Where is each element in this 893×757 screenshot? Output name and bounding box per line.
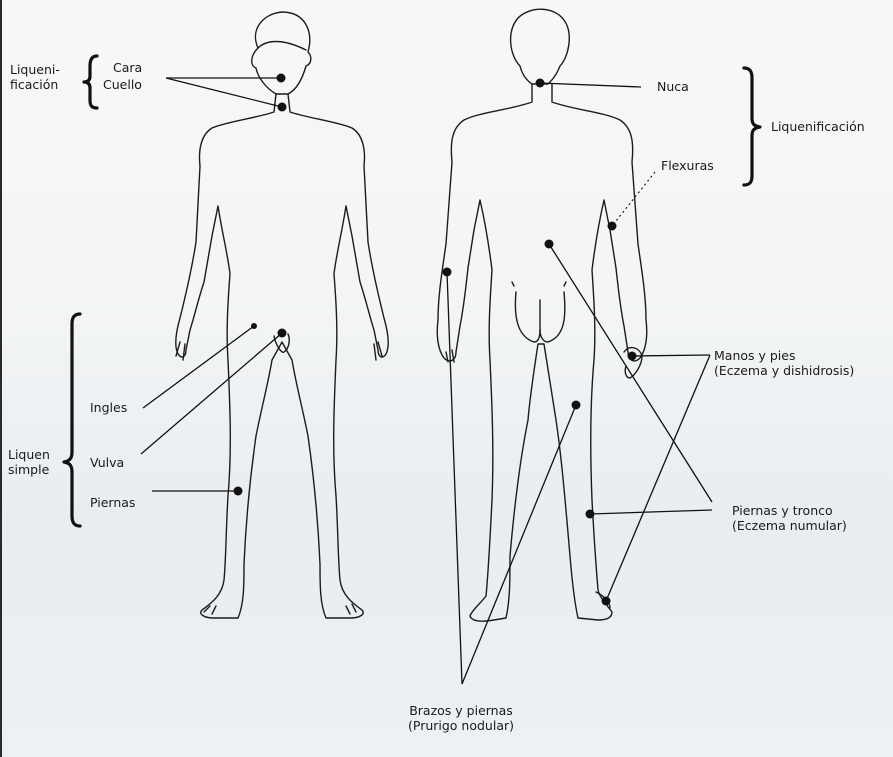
marker-piernas bbox=[234, 487, 243, 496]
marker-cuello bbox=[278, 103, 287, 112]
label-flexuras: Flexuras bbox=[661, 158, 714, 173]
marker-tronco bbox=[545, 240, 554, 249]
marker-mano bbox=[628, 352, 637, 361]
label-liquenificacion-line2: ficación bbox=[10, 77, 60, 92]
brace-liquenificacion-right bbox=[744, 68, 760, 185]
label-liquen-simple: Liquen simple bbox=[8, 447, 50, 477]
marker-pierna-numular bbox=[586, 510, 595, 519]
label-piernas: Piernas bbox=[90, 495, 135, 510]
lesion-markers bbox=[234, 74, 637, 606]
label-liquen-line1: Liquen bbox=[8, 447, 50, 462]
marker-cara bbox=[277, 74, 286, 83]
label-piernas-tronco: Piernas y tronco (Eczema numular) bbox=[732, 503, 847, 533]
leader-lines bbox=[141, 78, 712, 684]
leader-cuello bbox=[166, 78, 282, 107]
label-cara: Cara bbox=[113, 60, 142, 75]
label-nuca: Nuca bbox=[657, 79, 689, 94]
label-manos-pies-line2: (Eczema y dishidrosis) bbox=[714, 363, 854, 378]
front-toes bbox=[204, 604, 356, 614]
label-ingles: Ingles bbox=[90, 400, 127, 415]
front-body-outline bbox=[176, 94, 388, 618]
back-dimples bbox=[512, 282, 566, 286]
label-brazos-piernas-line2: (Prurigo nodular) bbox=[390, 718, 532, 733]
marker-flexuras bbox=[608, 222, 617, 231]
leader-ingles bbox=[143, 326, 254, 408]
marker-pierna-back bbox=[572, 401, 581, 410]
marker-pie bbox=[602, 597, 611, 606]
label-manos-pies-line1: Manos y pies bbox=[714, 348, 854, 363]
leader-piernas-tronco-2 bbox=[590, 510, 712, 514]
leader-nuca bbox=[540, 83, 641, 87]
marker-brazo bbox=[443, 268, 452, 277]
label-liquenificacion-line1: Liqueni- bbox=[10, 62, 60, 77]
leader-manos-pies-2 bbox=[606, 355, 710, 601]
back-body-outline bbox=[437, 84, 647, 621]
brace-liquenificacion-left bbox=[84, 56, 97, 108]
label-liquenificacion-left: Liqueni- ficación bbox=[10, 62, 60, 92]
leader-brazos-piernas-1 bbox=[447, 272, 462, 684]
label-brazos-piernas-line1: Brazos y piernas bbox=[390, 703, 532, 718]
leader-piernas-tronco-1 bbox=[549, 244, 712, 502]
label-brazos-piernas: Brazos y piernas (Prurigo nodular) bbox=[390, 703, 532, 733]
front-fingers bbox=[176, 342, 382, 360]
label-vulva: Vulva bbox=[90, 455, 124, 470]
label-piernas-tronco-line1: Piernas y tronco bbox=[732, 503, 847, 518]
brace-liquen-simple bbox=[64, 314, 80, 526]
label-cuello: Cuello bbox=[103, 77, 142, 92]
label-liquen-line2: simple bbox=[8, 462, 50, 477]
leader-brazos-piernas-2 bbox=[462, 405, 576, 684]
front-hair-line bbox=[258, 42, 306, 51]
back-body-figure bbox=[437, 9, 647, 621]
label-manos-pies: Manos y pies (Eczema y dishidrosis) bbox=[714, 348, 854, 378]
leader-manos-pies-1 bbox=[632, 355, 710, 356]
marker-nuca bbox=[536, 79, 545, 88]
marker-vulva bbox=[278, 329, 287, 338]
label-piernas-tronco-line2: (Eczema numular) bbox=[732, 518, 847, 533]
back-head bbox=[511, 9, 570, 84]
marker-ingles bbox=[251, 323, 257, 329]
label-liquenificacion-right: Liquenificación bbox=[771, 119, 865, 134]
